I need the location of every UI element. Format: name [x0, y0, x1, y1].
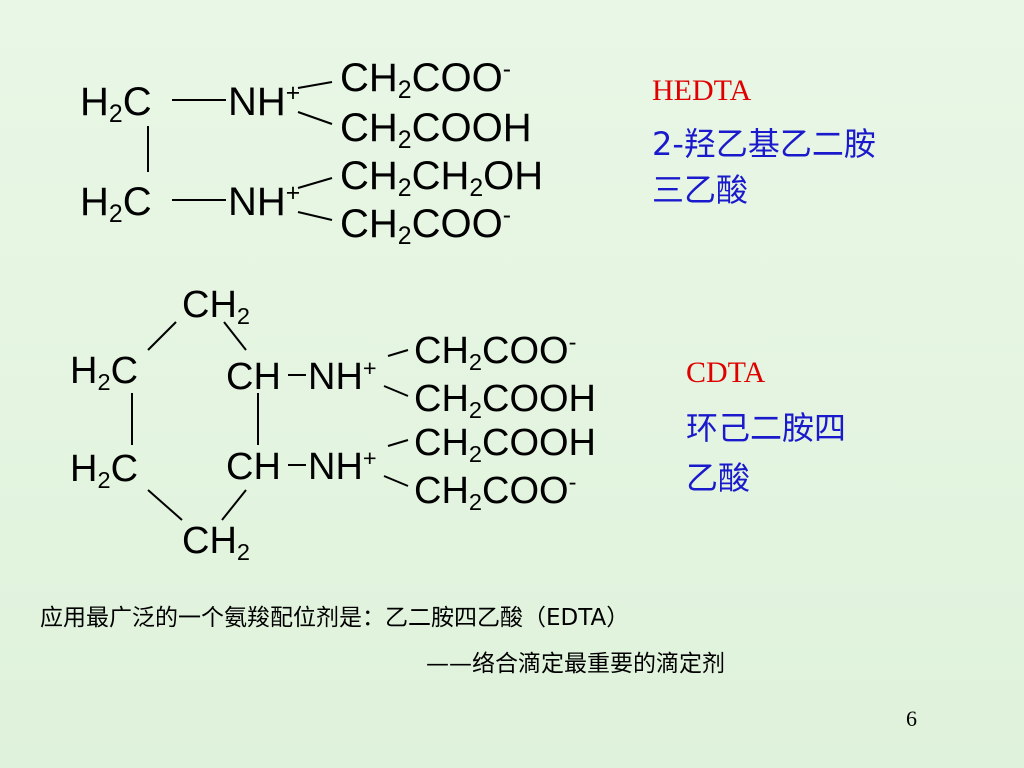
bond-cdta-ch2top-ch: [223, 321, 247, 351]
cdta-ch2-bottom: CH2: [182, 520, 250, 565]
hedta-arm-3: CH2CH2OH: [340, 154, 544, 202]
page-number: 6: [906, 706, 917, 731]
bond-cdta-n2-arm3: [387, 439, 409, 447]
bond-cdta-h2c-ch2bottom: [147, 489, 183, 521]
bond-cdta-n1-arm1: [387, 349, 409, 357]
cdta-h2c-top: H2C: [70, 350, 139, 395]
cdta-name-line1: 环己二胺四: [686, 409, 847, 447]
hedta-h2c-top: H2C: [80, 80, 152, 128]
cdta-arm-2: CH2COOH: [414, 378, 596, 423]
footer-line1: 应用最广泛的一个氨羧配位剂是：乙二胺四乙酸（EDTA）: [40, 605, 630, 631]
footer-line2: ——络合滴定最重要的滴定剂: [426, 651, 725, 677]
bond-cdta-n1-arm2: [383, 385, 409, 397]
hedta-name-line1: 2-羟乙基乙二胺: [652, 125, 876, 163]
cdta-arm-4: CH2COO-: [414, 469, 577, 515]
bond-cdta-n2-arm4: [383, 475, 409, 487]
hedta-name-line2: 三乙酸: [652, 171, 749, 209]
hedta-arm-2: CH2COOH: [340, 106, 532, 154]
cdta-arm-3: CH2COOH: [414, 422, 596, 467]
cdta-ch2-top: CH2: [182, 284, 250, 329]
cdta-name-line2: 乙酸: [686, 459, 751, 497]
hedta-abbr: HEDTA: [652, 74, 752, 107]
bond-cdta-ch-ch2bottom: [221, 489, 247, 521]
hedta-nh-top: NH+: [228, 80, 301, 124]
bond-hedta-n2-arm3: [297, 177, 333, 189]
cdta-arm-1: CH2COO-: [414, 329, 577, 375]
cdta-h2c-bottom: H2C: [70, 448, 139, 493]
bond-cdta-ch2top-h2c: [147, 321, 177, 351]
bond-hedta-n1-arm1: [297, 81, 333, 89]
cdta-abbr: CDTA: [686, 356, 766, 389]
cdta-nh-top: NH+: [308, 355, 377, 398]
hedta-arm-1: CH2COO-: [340, 56, 511, 104]
bond-hedta-n1-arm2: [297, 111, 333, 125]
bond-hedta-n2-arm4: [297, 211, 333, 221]
cdta-nh-bottom: NH+: [308, 445, 377, 488]
hedta-nh-bottom: NH+: [228, 180, 301, 224]
hedta-h2c-bottom: H2C: [80, 180, 152, 228]
hedta-arm-4: CH2COO-: [340, 202, 511, 250]
cdta-ch-bottom: CH: [226, 446, 281, 488]
cdta-ch-top: CH: [226, 356, 281, 398]
